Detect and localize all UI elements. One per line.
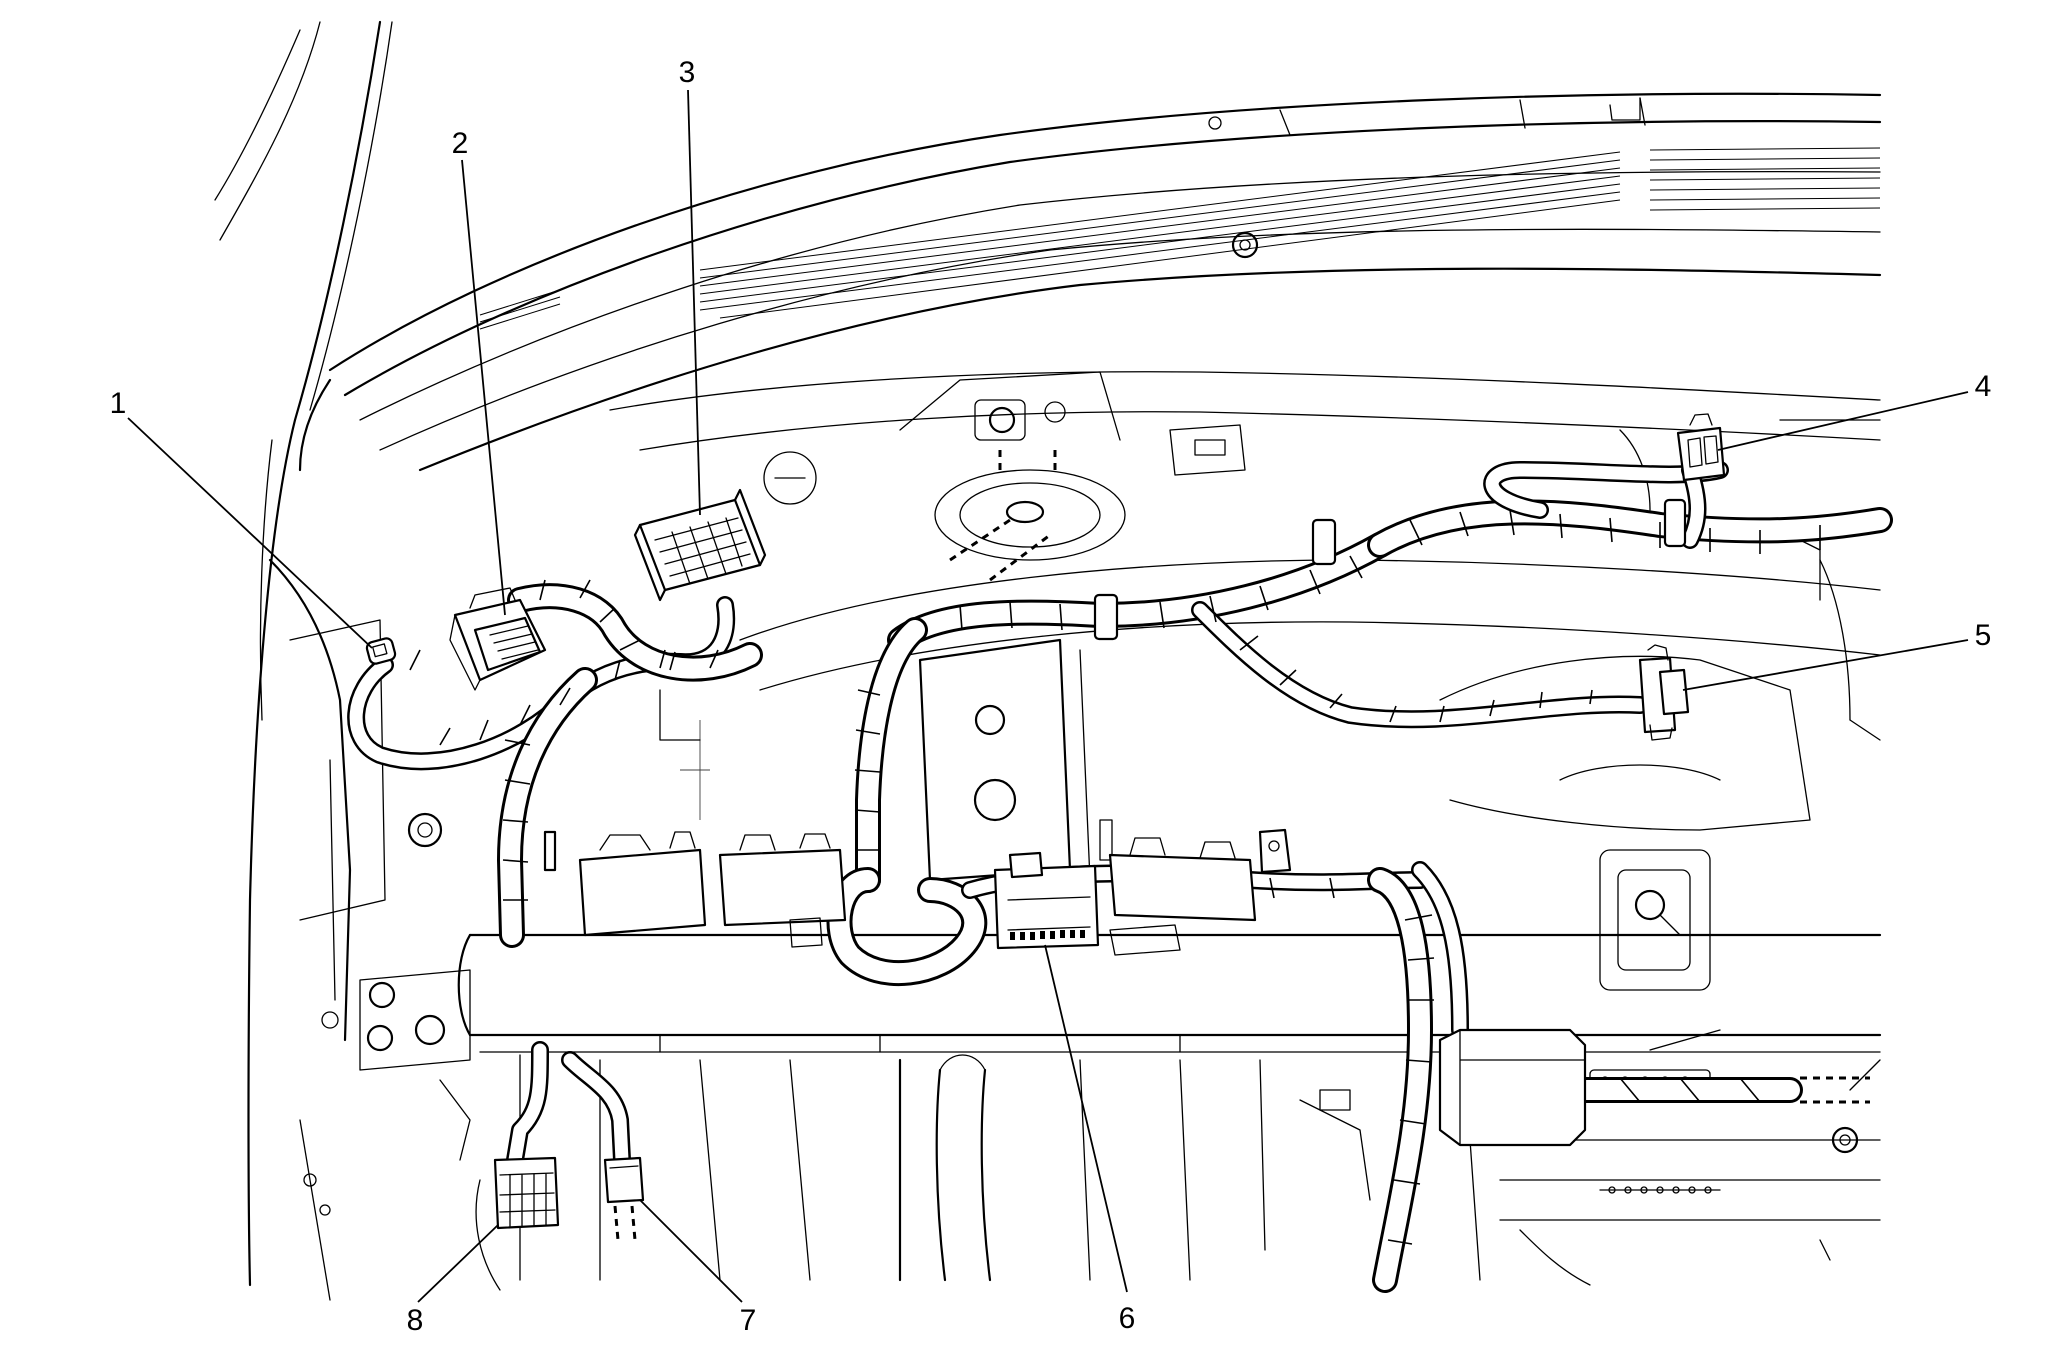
harness-inline-connector bbox=[718, 848, 847, 927]
harness-inline-connector bbox=[578, 848, 707, 937]
leader-6 bbox=[1044, 944, 1128, 1293]
vehicle-body-structure bbox=[214, 20, 1882, 1301]
harness-clip bbox=[1663, 498, 1687, 548]
callout-6: 6 bbox=[1119, 1302, 1136, 1335]
callout-3: 3 bbox=[679, 56, 696, 89]
leader-3 bbox=[687, 89, 701, 516]
leader-2 bbox=[461, 159, 506, 616]
connector-8[interactable] bbox=[493, 1156, 560, 1230]
harness-inline-connector bbox=[1108, 853, 1257, 922]
connector-5[interactable] bbox=[1638, 644, 1690, 741]
leader-lines bbox=[127, 89, 1969, 1303]
leader-8 bbox=[417, 1224, 499, 1303]
callout-4: 4 bbox=[1975, 370, 1992, 403]
callout-8: 8 bbox=[407, 1304, 424, 1337]
leader-1 bbox=[127, 417, 373, 649]
front-cross-member bbox=[457, 933, 1882, 1093]
harness-junction-block bbox=[1438, 1028, 1587, 1147]
callout-labels: 1 2 3 4 5 6 7 8 bbox=[110, 56, 1992, 1337]
connector-1[interactable] bbox=[365, 637, 397, 665]
callout-5: 5 bbox=[1975, 619, 1992, 652]
callout-1: 1 bbox=[110, 387, 127, 420]
harness-clip bbox=[1311, 518, 1337, 566]
wire-harness bbox=[347, 461, 1893, 1293]
harness-clip bbox=[1093, 593, 1119, 641]
connector-6-pins bbox=[1010, 930, 1085, 940]
connector-4[interactable] bbox=[1676, 413, 1726, 482]
callout-7: 7 bbox=[740, 1304, 757, 1337]
connector-7[interactable] bbox=[603, 1156, 645, 1241]
connector-3[interactable] bbox=[633, 488, 767, 602]
callout-2: 2 bbox=[452, 127, 469, 160]
connector-2[interactable] bbox=[449, 587, 547, 691]
connector-6[interactable] bbox=[993, 851, 1100, 950]
cowl-grille bbox=[479, 147, 1881, 330]
leader-5 bbox=[1682, 639, 1969, 691]
leader-7 bbox=[639, 1199, 743, 1303]
leader-4 bbox=[1717, 391, 1969, 451]
